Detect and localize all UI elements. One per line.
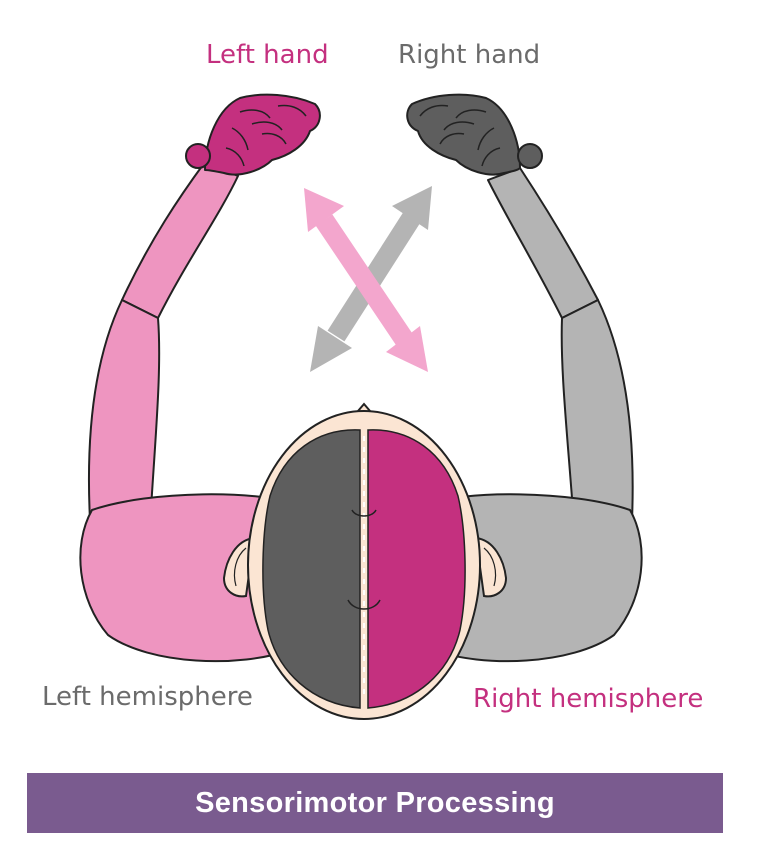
left-thumb: [186, 144, 210, 168]
right-thumb: [518, 144, 542, 168]
title-banner: Sensorimotor Processing: [27, 773, 723, 833]
right-upper-arm: [562, 300, 633, 525]
right-hemisphere-label: Right hemisphere: [473, 684, 703, 714]
left-hemisphere-label: Left hemisphere: [42, 682, 253, 712]
right-hand-label: Right hand: [398, 40, 540, 70]
head: [224, 404, 506, 719]
crossing-arrows: [304, 186, 432, 372]
banner-title: Sensorimotor Processing: [195, 787, 555, 820]
left-upper-arm: [89, 300, 159, 525]
left-hand-label: Left hand: [206, 40, 329, 70]
right-forearm: [488, 168, 598, 318]
left-forearm: [122, 162, 238, 318]
